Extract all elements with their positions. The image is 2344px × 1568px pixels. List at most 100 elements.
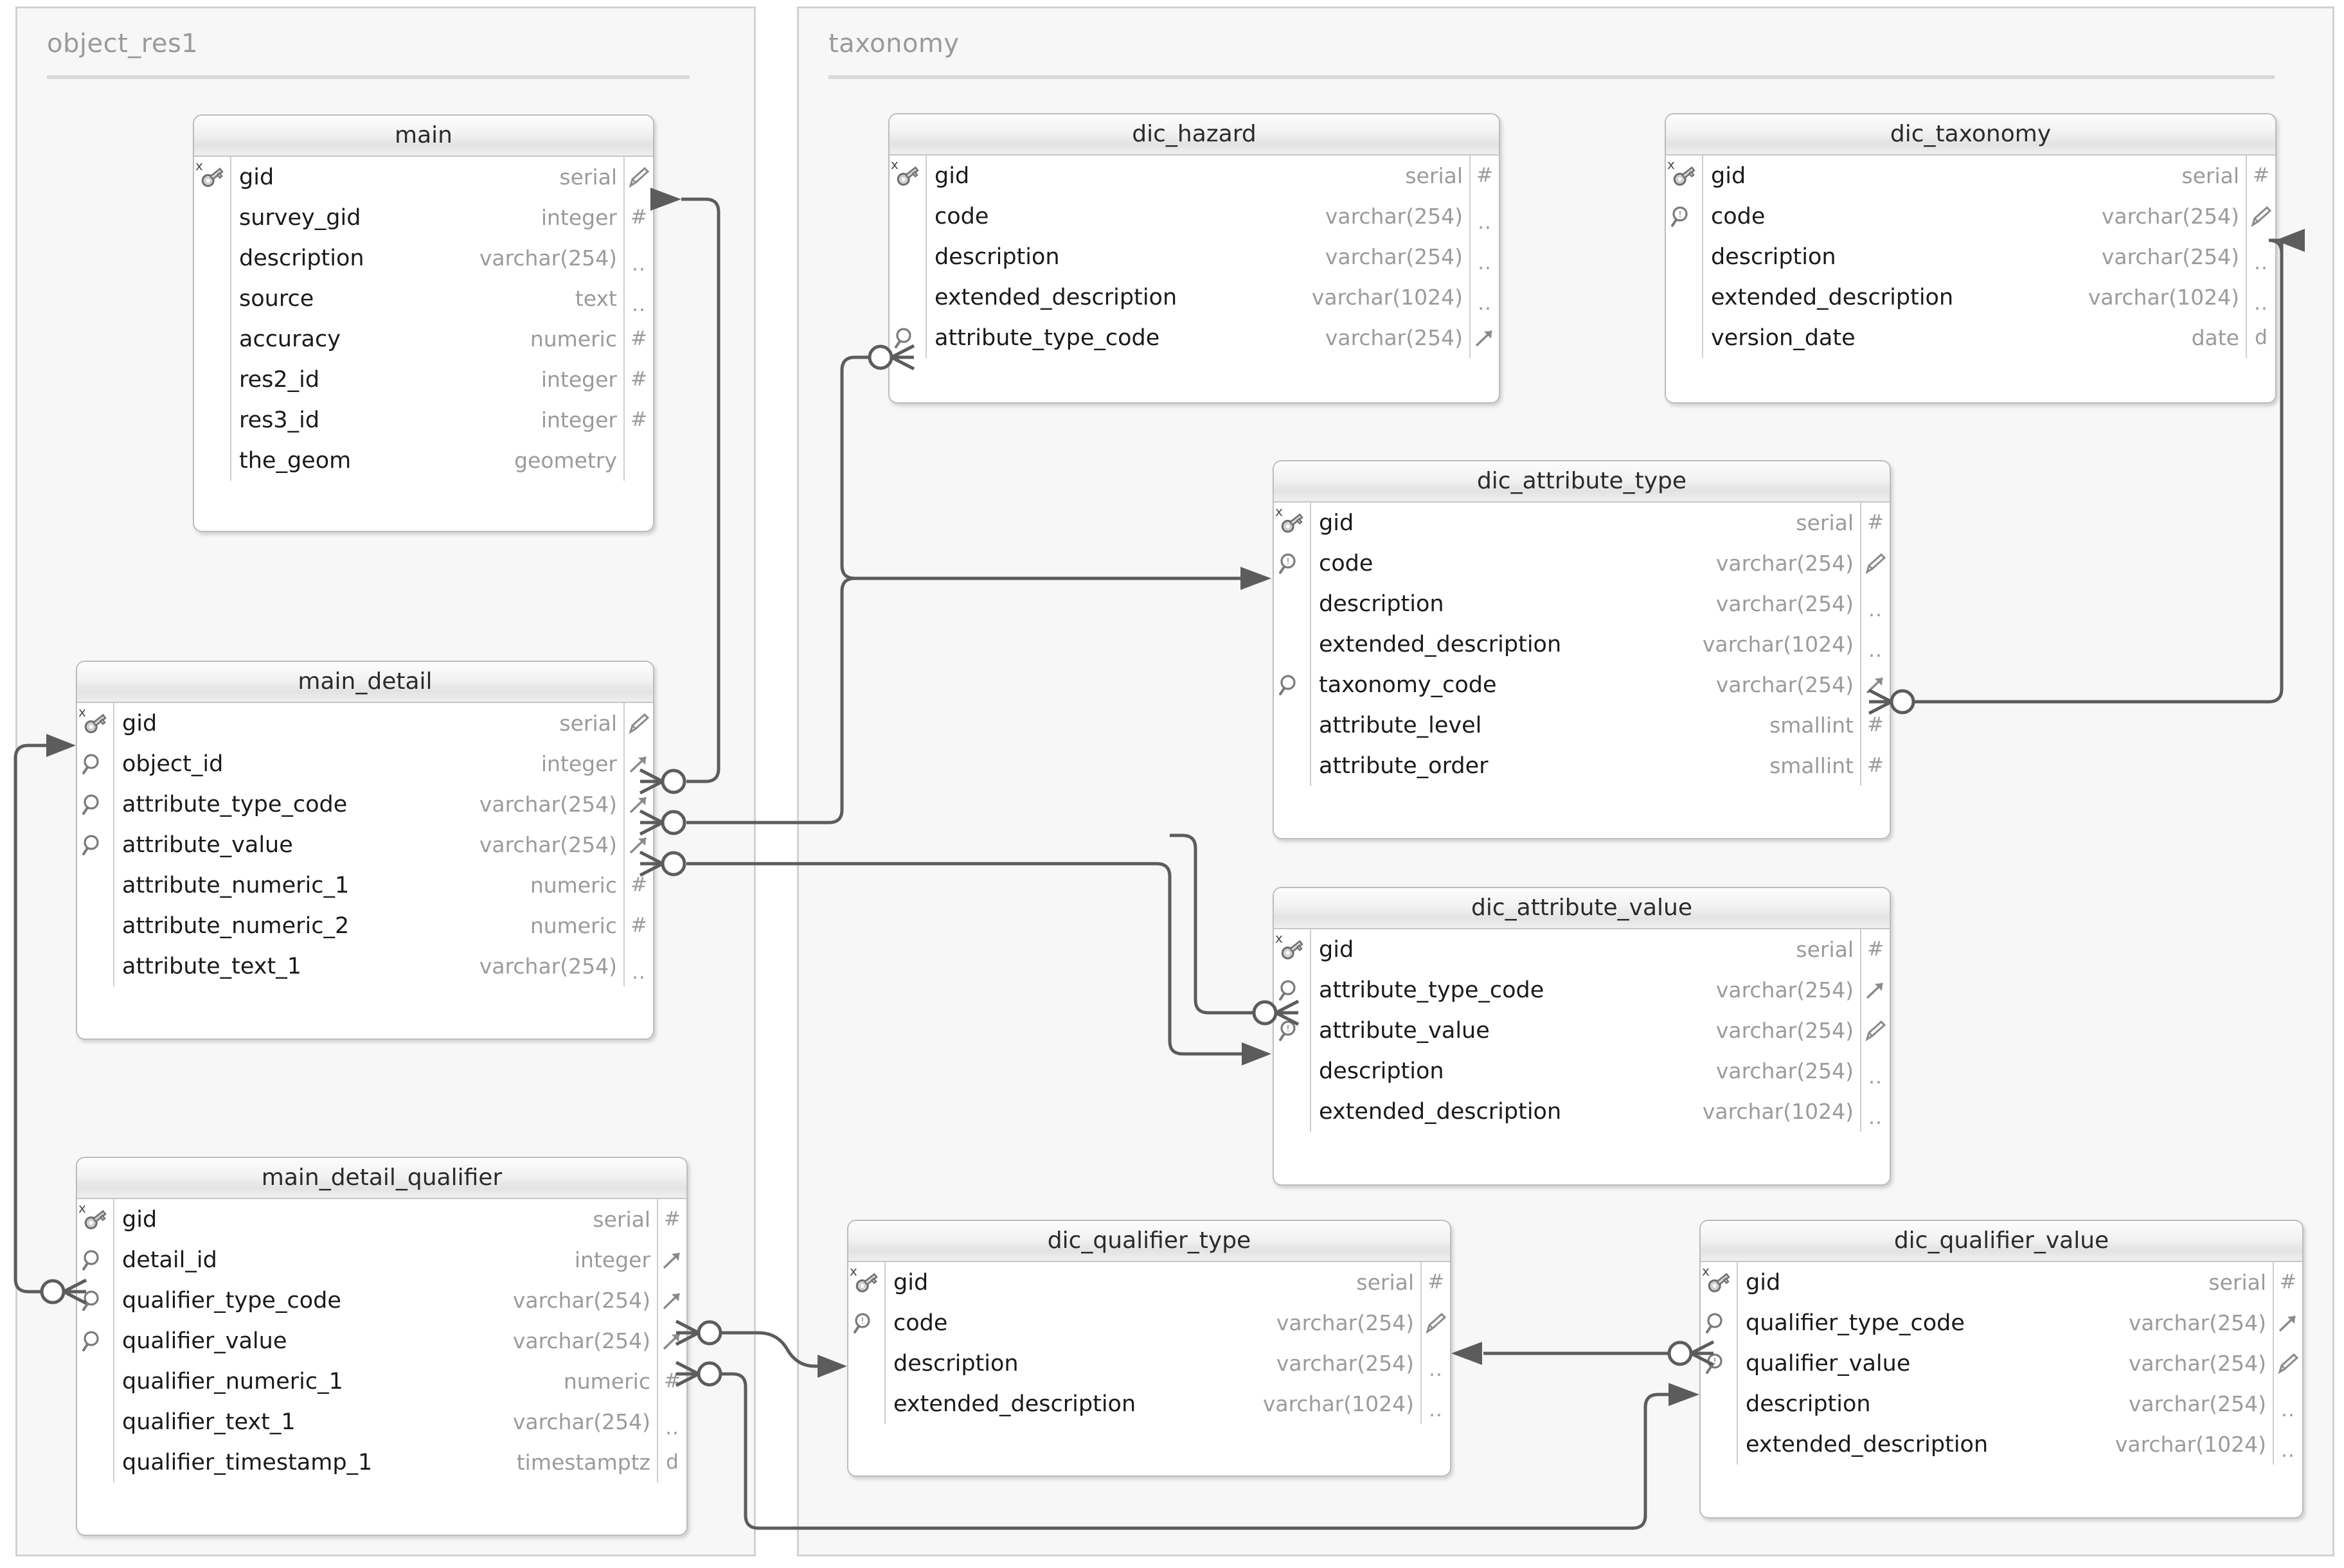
- field-name: gid: [1319, 936, 1354, 963]
- required-marker: x: [891, 157, 899, 172]
- field-name: attribute_text_1: [122, 953, 302, 979]
- field-type: serial: [2181, 163, 2239, 188]
- field-flag-cell: ..: [2246, 277, 2275, 317]
- field-flag-cell: #: [1860, 503, 1890, 543]
- field-type: serial: [1356, 1270, 1414, 1295]
- foreign-key-arrow-icon: [1475, 330, 1493, 346]
- index-icon: [82, 794, 99, 815]
- foreign-key-arrow-icon: [629, 796, 647, 813]
- text-type-icon: ..: [1478, 292, 1492, 315]
- field-key-cell: [890, 317, 926, 358]
- numeric-type-icon: #: [631, 327, 647, 350]
- field-flag-cell: ..: [1860, 1051, 1890, 1091]
- field-name: description: [1319, 1058, 1444, 1084]
- field-type: serial: [593, 1207, 650, 1232]
- foreign-key-arrow-icon: [629, 756, 647, 772]
- field-key-cell: [77, 905, 113, 946]
- field-flag-cell: [1860, 1010, 1890, 1051]
- field-type: smallint: [1769, 753, 1854, 778]
- field-key-cell: [77, 1361, 113, 1402]
- field-name: accuracy: [239, 326, 341, 352]
- index-icon: [82, 1250, 99, 1270]
- primary-key-icon: [897, 166, 919, 186]
- field-key-cell: [1274, 745, 1310, 786]
- foreign-key-arrow-icon: [663, 1292, 681, 1309]
- text-type-icon: ..: [1478, 251, 1492, 274]
- field-key-cell: !: [1274, 543, 1310, 584]
- field-name: the_geom: [239, 447, 352, 474]
- field-type: varchar(254): [1325, 325, 1463, 350]
- field-name: gid: [122, 1206, 157, 1233]
- field-name: extended_description: [935, 284, 1177, 310]
- date-type-icon: d: [2255, 326, 2268, 349]
- text-type-icon: ..: [1868, 598, 1883, 621]
- field-key-cell: [77, 784, 113, 824]
